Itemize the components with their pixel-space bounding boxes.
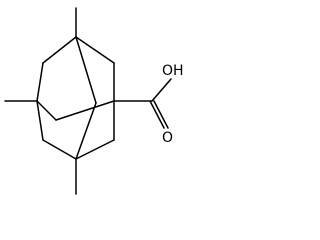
chemical-structure: OH O [4,7,184,195]
bond-carbon-o-double-a [149,100,165,129]
bond-cage-1 [42,36,77,64]
bond-cage-8 [55,100,115,121]
bond-cage-5 [75,36,97,104]
bond-cage-12 [75,139,115,160]
bond-carbon-oh [151,78,172,102]
atom-label-oh: OH [162,63,184,79]
bond-carbon-o-double-b [153,100,169,129]
bond-cage-7 [36,100,57,121]
atom-label-o: O [162,130,173,146]
bond-cage-3 [75,36,115,64]
bond-cage-9 [36,100,44,141]
bond-cage-6 [75,102,97,160]
bond-cage-10 [42,139,77,160]
bond-lines [4,7,172,195]
bond-cage-2 [36,62,44,102]
